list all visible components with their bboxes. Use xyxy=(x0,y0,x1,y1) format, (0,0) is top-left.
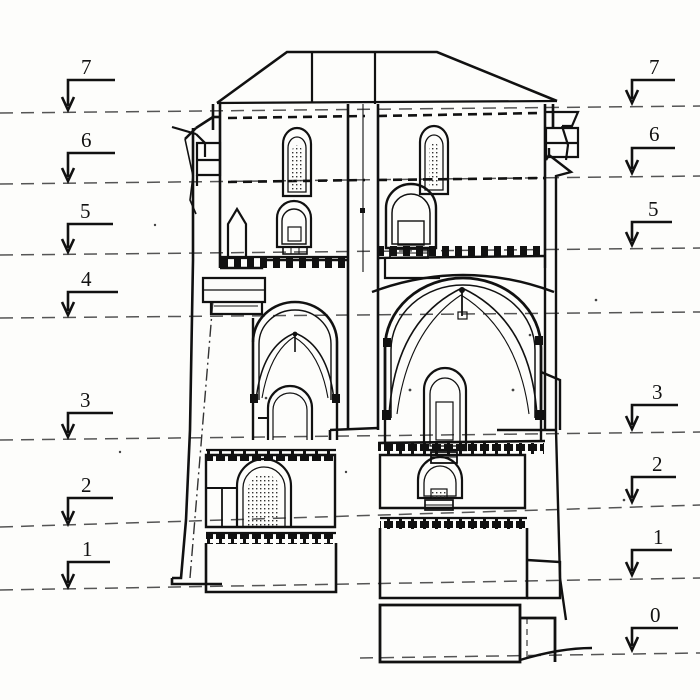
level-label-right-3: 3 xyxy=(652,380,663,404)
level3-floor xyxy=(329,426,546,445)
groin-vault-left xyxy=(250,300,340,403)
level-label-right-5: 5 xyxy=(648,197,659,221)
scan-speckles xyxy=(118,223,626,502)
level-label-right-2: 2 xyxy=(652,452,663,476)
dentil-band-right-upper xyxy=(378,246,545,256)
upper-window-left xyxy=(275,199,313,255)
level-reference-lines xyxy=(0,105,700,659)
window-lower-right xyxy=(416,455,464,511)
level-label-right-1: 1 xyxy=(653,525,664,549)
level-arrow-right-2 xyxy=(624,475,676,506)
level-arrow-right-1 xyxy=(624,548,672,579)
left-section-wall xyxy=(170,128,222,586)
lower-chamber-right xyxy=(378,453,527,510)
sawtooth-band-basement-left xyxy=(206,533,336,544)
level-arrow-right-3 xyxy=(624,403,678,433)
level-label-left-7: 7 xyxy=(81,55,92,79)
level-arrow-left-2 xyxy=(60,496,113,528)
level-arrow-left-7 xyxy=(60,78,115,114)
level-arrow-right-6 xyxy=(624,146,675,177)
dentil-band-left-upper xyxy=(220,258,348,268)
building-section xyxy=(118,50,626,664)
roof xyxy=(216,50,558,105)
right-level-markers xyxy=(624,78,678,654)
foundation-block xyxy=(378,603,557,664)
left-lean-to-roof xyxy=(171,115,222,215)
level-label-right-7: 7 xyxy=(649,55,660,79)
level-arrow-right-7 xyxy=(624,78,675,107)
sawtooth-band-level3 xyxy=(378,443,544,454)
level-label-left-1: 1 xyxy=(82,537,93,561)
level-label-left-4: 4 xyxy=(81,267,92,291)
level-arrow-right-5 xyxy=(624,220,672,249)
level-label-left-2: 2 xyxy=(81,473,92,497)
pier-marker xyxy=(360,208,365,213)
basement-right-box xyxy=(378,528,529,600)
interior-course-lines xyxy=(227,111,546,184)
basement-right-annex xyxy=(526,558,562,600)
level-arrow-left-4 xyxy=(60,290,118,319)
arch-recess-lower-left xyxy=(206,457,293,527)
sawtooth-band-chamber-left xyxy=(206,450,336,461)
right-lean-to-roof xyxy=(544,110,580,161)
belfry-window-right xyxy=(418,124,450,196)
level-label-left-5: 5 xyxy=(80,199,91,223)
basement-left-box xyxy=(204,543,338,594)
level-label-left-6: 6 xyxy=(81,128,92,152)
level-arrow-left-3 xyxy=(60,411,113,441)
arched-doorway-left xyxy=(258,384,314,440)
central-pier xyxy=(328,104,380,440)
level-arrow-left-6 xyxy=(60,151,115,185)
left-batter-line xyxy=(189,299,214,579)
level-arrow-left-1 xyxy=(60,560,110,591)
sawtooth-band-basement-right xyxy=(380,518,526,529)
ground-line xyxy=(519,646,593,662)
left-bay-walls xyxy=(251,318,339,440)
tower-outer-walls xyxy=(211,104,555,268)
level-label-right-0: 0 xyxy=(650,603,661,627)
right-buttress xyxy=(544,148,574,621)
left-level-markers xyxy=(60,78,118,591)
level-label-left-3: 3 xyxy=(80,388,91,412)
level-label-right-6: 6 xyxy=(649,122,660,146)
right-bay-walls xyxy=(383,268,562,442)
groin-vault-right xyxy=(371,273,555,420)
belfry-window-left xyxy=(281,126,313,198)
level-arrow-left-5 xyxy=(60,222,113,256)
level-arrow-right-0 xyxy=(624,626,678,654)
lancet-niche-upper-left xyxy=(226,206,248,260)
